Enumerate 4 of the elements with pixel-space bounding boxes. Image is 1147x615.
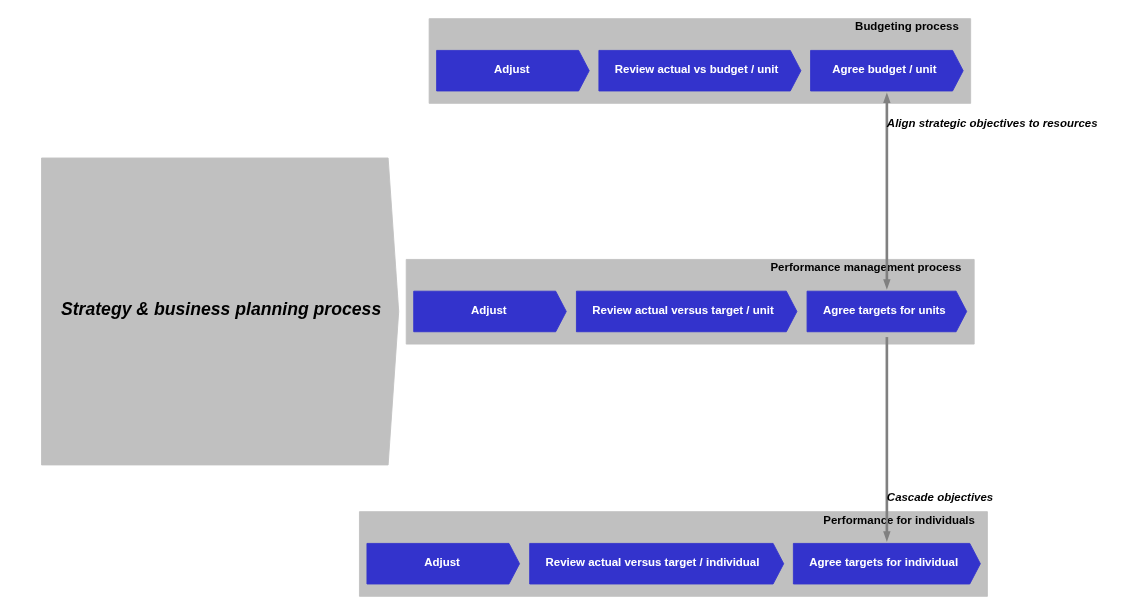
arrow (882, 337, 891, 542)
edge-label: Cascade objectives (886, 490, 993, 503)
arrow (882, 92, 891, 290)
edge-label: Align strategic objectives to resources (886, 116, 1098, 129)
